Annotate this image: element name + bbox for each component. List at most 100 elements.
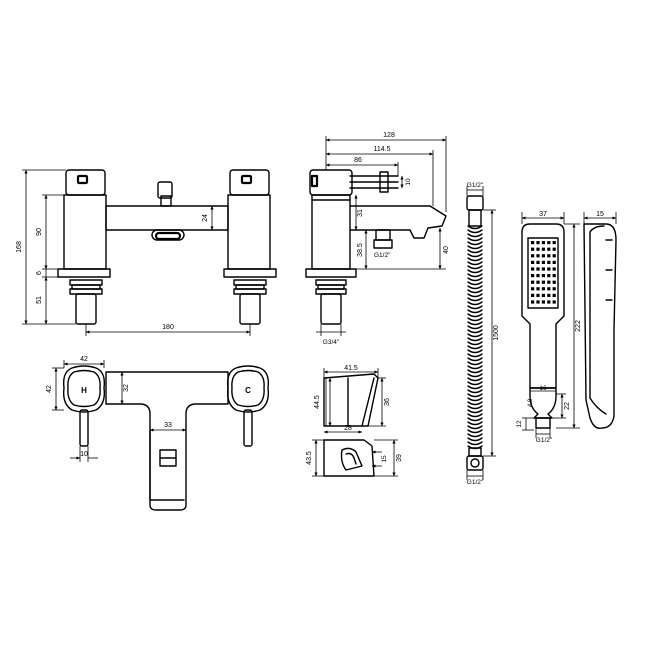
- spray-nozzle: [536, 267, 540, 271]
- hose-coil: [467, 413, 483, 418]
- diverter-stem: [160, 195, 172, 207]
- spray-nozzle: [531, 241, 535, 245]
- dim-text: G1/2": [536, 437, 553, 444]
- hose-coil: [467, 269, 483, 274]
- dim-text: 42: [46, 385, 53, 393]
- hot-lever: [79, 409, 89, 447]
- dim-text: 128: [383, 132, 395, 139]
- hose-coil: [467, 349, 483, 354]
- hose-coil: [467, 329, 483, 334]
- bracket-clip: [340, 447, 363, 471]
- cold-lever: [243, 409, 253, 447]
- dim-text: 90: [36, 228, 43, 236]
- hose-coil: [467, 421, 483, 426]
- diverter-knob: [157, 181, 173, 199]
- bracket-plan: [323, 439, 375, 477]
- handset-front: [521, 223, 565, 389]
- side-shank: [320, 293, 342, 325]
- side-valve-body: [311, 194, 351, 270]
- top-body-outline: [105, 371, 229, 511]
- dim-text: 180: [162, 324, 174, 331]
- dim-text: 86: [354, 157, 362, 164]
- spray-nozzle: [552, 254, 556, 258]
- spray-nozzle: [536, 280, 540, 284]
- spray-nozzle: [552, 300, 556, 304]
- dim-text: 4.8: [528, 398, 534, 407]
- side-spout: [349, 205, 447, 239]
- dim-text: 32: [123, 384, 130, 392]
- dim-text: G3/4": [323, 339, 340, 346]
- dim-text: 114.5: [374, 146, 391, 153]
- hose-coil: [467, 285, 483, 290]
- hose-coil: [467, 385, 483, 390]
- cold-handle-indicator: [240, 174, 253, 185]
- dim-text: 28: [344, 425, 352, 432]
- top-view: H C 42 42 32 33 10: [46, 356, 270, 511]
- spray-nozzle: [541, 287, 545, 291]
- dim-text: 16: [539, 385, 547, 392]
- hose-coil: [467, 409, 483, 414]
- hose-coil: [467, 277, 483, 282]
- spray-nozzle: [541, 274, 545, 278]
- spray-nozzle: [547, 247, 551, 251]
- dim-text: 222: [575, 320, 582, 332]
- hose-coil: [467, 321, 483, 326]
- spray-nozzle: [536, 287, 540, 291]
- spray-nozzle: [547, 267, 551, 271]
- dim-text: 12: [516, 420, 523, 428]
- spray-nozzle: [552, 280, 556, 284]
- spray-nozzle: [531, 274, 535, 278]
- spray-nozzle: [541, 300, 545, 304]
- hose-coil: [467, 357, 483, 362]
- hose-coil: [467, 317, 483, 322]
- hose-coil: [467, 257, 483, 262]
- dim-text: 44.5: [314, 395, 321, 409]
- hose-coil: [467, 249, 483, 254]
- spray-face: [527, 237, 559, 309]
- hose-bottom-nut: [466, 455, 484, 471]
- dim-text: 24: [202, 214, 209, 222]
- hot-label: H: [81, 386, 87, 395]
- spray-nozzle: [547, 293, 551, 297]
- hose-coil: [467, 433, 483, 438]
- spray-nozzle: [536, 274, 540, 278]
- hose-coil: [467, 397, 483, 402]
- hose-coil: [467, 341, 483, 346]
- dim-text: 40: [443, 246, 450, 254]
- front-view: 168 90 6 51 24 180: [16, 169, 277, 336]
- hose-coil: [467, 293, 483, 298]
- spray-nozzle: [552, 293, 556, 297]
- spray-nozzle: [547, 287, 551, 291]
- spray-nozzle: [552, 241, 556, 245]
- spray-nozzle: [541, 280, 545, 284]
- spray-nozzle: [531, 287, 535, 291]
- dim-text: 39: [396, 454, 403, 462]
- hot-deck-plate: [57, 268, 111, 278]
- hose-coil: [467, 389, 483, 394]
- dim-text: 37: [539, 211, 547, 218]
- dim-text: 10: [80, 451, 88, 458]
- shower-handset: 37 16 4.8 22 12 G1/2" 15 222: [516, 211, 617, 444]
- spray-nozzle: [547, 241, 551, 245]
- spray-nozzle: [547, 274, 551, 278]
- cold-shank: [239, 293, 261, 325]
- spray-nozzle: [531, 293, 535, 297]
- spray-nozzle: [552, 260, 556, 264]
- spray-nozzle: [536, 293, 540, 297]
- hose-coil: [467, 373, 483, 378]
- spray-nozzle: [531, 260, 535, 264]
- spray-nozzle: [541, 254, 545, 258]
- hose-coil: [467, 289, 483, 294]
- spray-nozzle: [531, 280, 535, 284]
- hose-coil: [467, 369, 483, 374]
- hose-coil: [467, 237, 483, 242]
- hose-coil: [467, 333, 483, 338]
- hose-coil: [467, 241, 483, 246]
- spray-nozzle: [536, 254, 540, 258]
- hose-coil: [467, 401, 483, 406]
- dim-text: 22: [564, 402, 571, 410]
- hot-handle-indicator: [76, 174, 89, 185]
- cold-valve-body: [227, 194, 271, 270]
- spray-nozzle: [531, 247, 535, 251]
- hot-shank: [75, 293, 97, 325]
